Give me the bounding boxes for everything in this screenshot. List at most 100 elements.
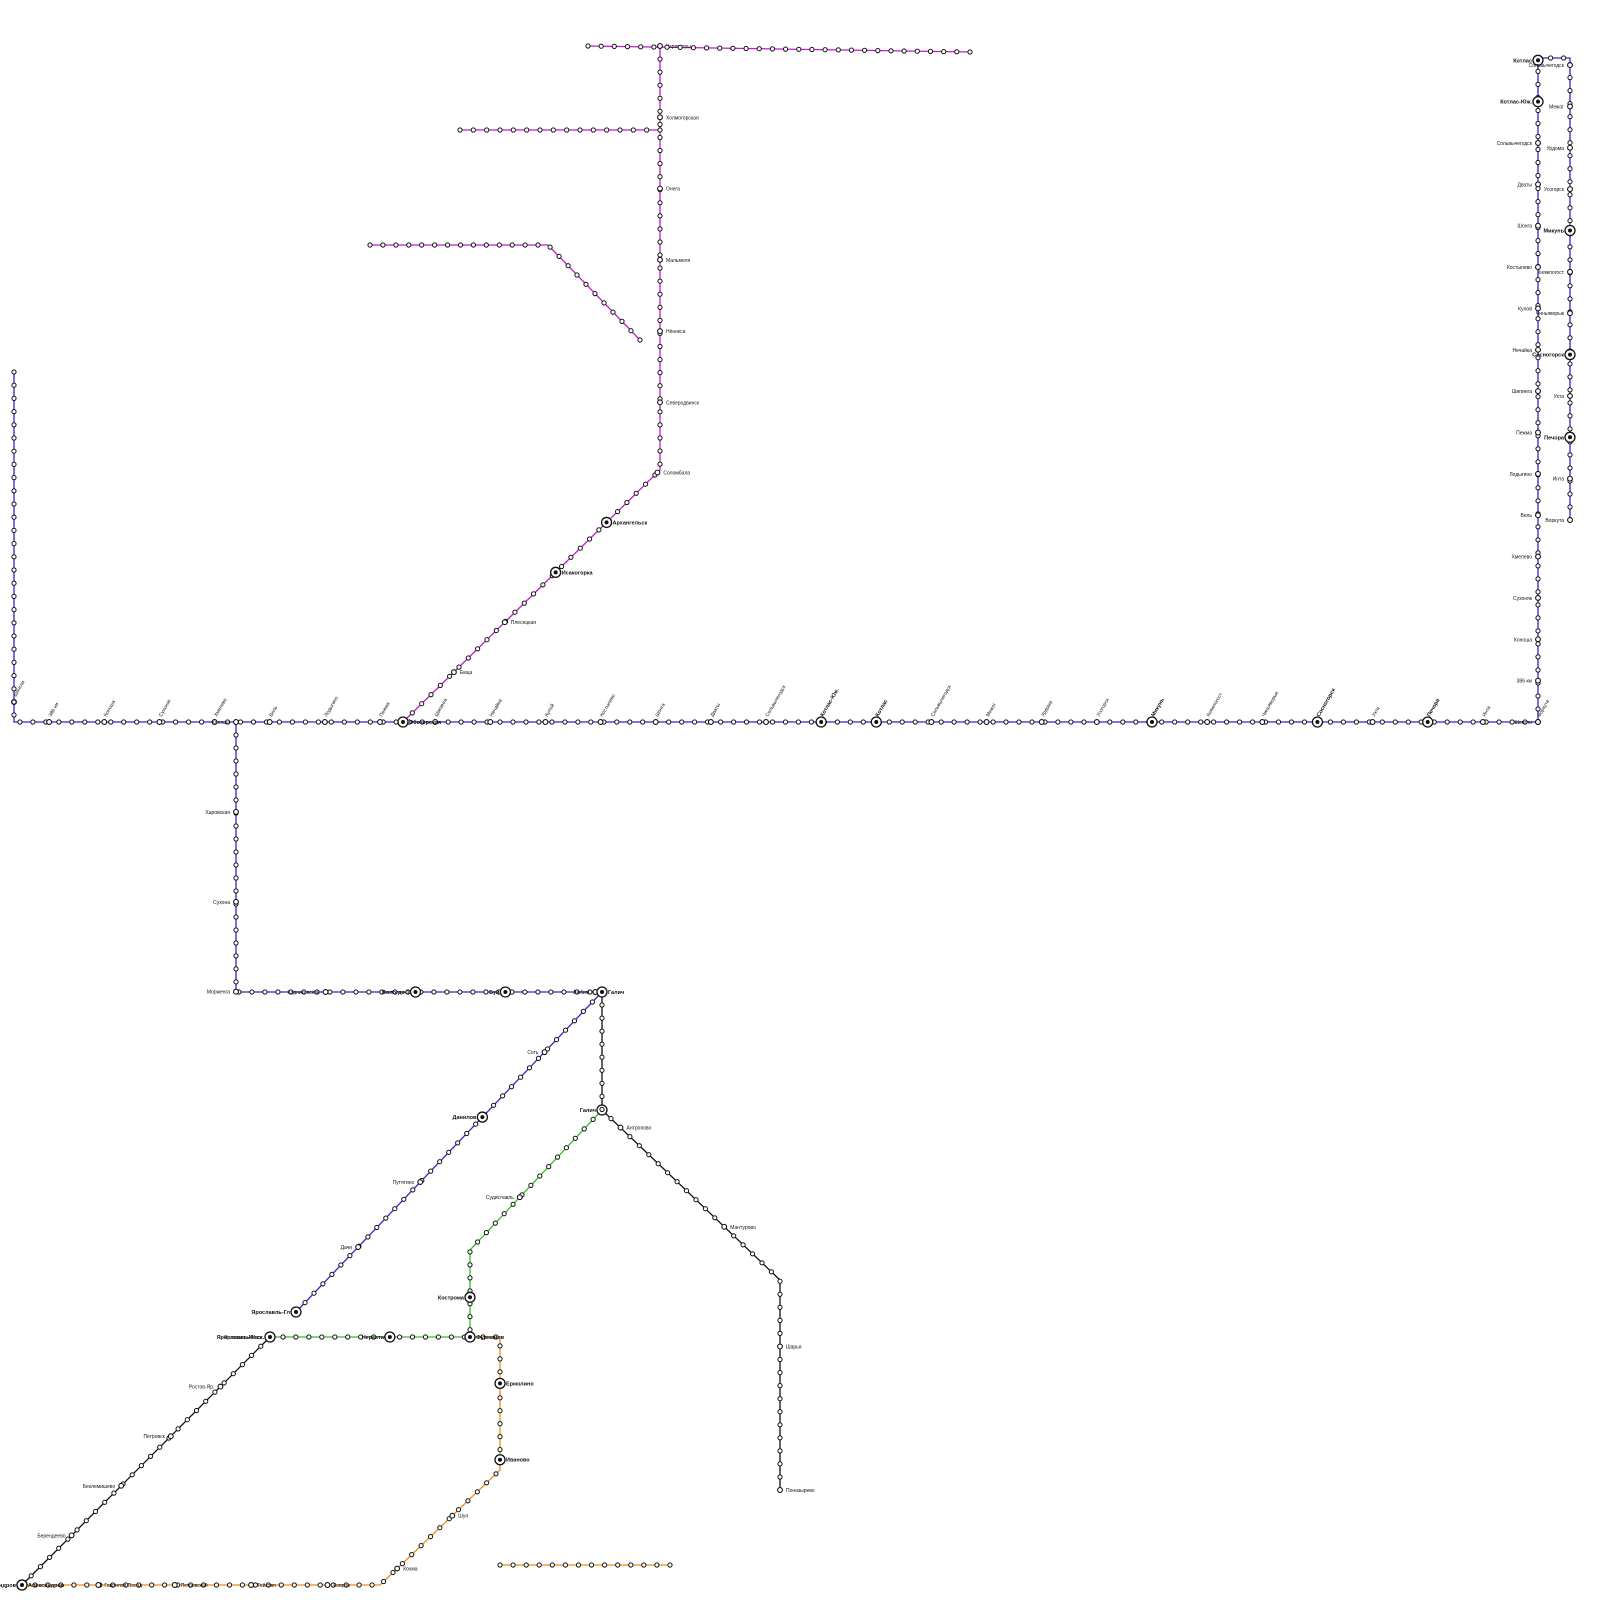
station-marker[interactable] xyxy=(769,1270,773,1274)
station-marker[interactable] xyxy=(511,720,515,724)
station-marker[interactable] xyxy=(731,46,735,50)
station-marker[interactable] xyxy=(611,310,615,314)
station-marker[interactable] xyxy=(778,1357,782,1361)
station[interactable]: Шуя xyxy=(450,1513,468,1519)
station-marker[interactable] xyxy=(418,1180,423,1185)
station-marker[interactable] xyxy=(658,344,662,348)
station-marker[interactable] xyxy=(778,1292,782,1296)
station-marker[interactable] xyxy=(12,660,16,664)
station-marker[interactable] xyxy=(234,980,238,984)
station-marker[interactable] xyxy=(968,50,972,54)
station-marker[interactable] xyxy=(1536,460,1540,464)
station-marker[interactable] xyxy=(778,1436,782,1440)
station-marker[interactable] xyxy=(1568,476,1573,481)
station-marker[interactable] xyxy=(234,915,238,919)
station-marker[interactable] xyxy=(355,720,359,724)
station-marker[interactable] xyxy=(12,410,16,414)
station-marker[interactable] xyxy=(84,1519,88,1523)
station-marker[interactable] xyxy=(294,1335,298,1339)
station-marker[interactable] xyxy=(172,1583,177,1588)
station-marker[interactable] xyxy=(732,1234,736,1238)
station-marker[interactable] xyxy=(305,1583,309,1587)
station-marker[interactable] xyxy=(600,1107,604,1111)
station[interactable]: Лодыгино xyxy=(1509,471,1540,477)
station-marker[interactable] xyxy=(429,1169,433,1173)
station-marker[interactable] xyxy=(984,720,989,725)
station-marker[interactable] xyxy=(1536,141,1541,146)
station-marker[interactable] xyxy=(1549,56,1553,60)
station-marker[interactable] xyxy=(1004,720,1008,724)
station-marker[interactable] xyxy=(109,720,113,724)
station[interactable]: Поназырево xyxy=(778,1488,815,1494)
station-marker[interactable] xyxy=(18,720,22,724)
station[interactable]: Межог xyxy=(1549,104,1572,110)
station-marker[interactable] xyxy=(666,1171,670,1175)
station-marker[interactable] xyxy=(1568,401,1572,405)
station-marker[interactable] xyxy=(458,243,462,247)
station[interactable]: Шонга xyxy=(653,702,667,724)
station-marker[interactable] xyxy=(75,1528,79,1532)
station-marker[interactable] xyxy=(764,720,769,725)
station-marker[interactable] xyxy=(411,1188,415,1192)
station[interactable]: Усогорск xyxy=(1544,187,1573,193)
station-marker[interactable] xyxy=(778,1384,782,1388)
station-marker[interactable] xyxy=(12,515,16,519)
station-marker[interactable] xyxy=(1160,720,1164,724)
station-marker[interactable] xyxy=(693,720,697,724)
station-marker[interactable] xyxy=(519,1075,523,1079)
station-marker[interactable] xyxy=(119,1483,124,1488)
station-marker[interactable] xyxy=(835,720,839,724)
station-marker[interactable] xyxy=(366,1235,370,1239)
station[interactable]: Чиньяворык xyxy=(1536,311,1573,317)
station-marker[interactable] xyxy=(12,594,16,598)
station[interactable]: Хмелево xyxy=(1512,554,1541,560)
station-marker[interactable] xyxy=(234,798,238,802)
station-marker[interactable] xyxy=(563,1563,567,1567)
station-marker[interactable] xyxy=(560,564,564,568)
station-marker[interactable] xyxy=(778,1410,782,1414)
station-marker[interactable] xyxy=(1370,720,1375,725)
station-marker[interactable] xyxy=(522,601,526,605)
station-marker[interactable] xyxy=(1536,637,1541,642)
station-marker[interactable] xyxy=(448,674,452,678)
station-marker[interactable] xyxy=(476,647,480,651)
station-marker[interactable] xyxy=(576,720,580,724)
station-marker[interactable] xyxy=(942,50,946,54)
station-marker[interactable] xyxy=(12,502,16,506)
station-marker[interactable] xyxy=(1568,219,1572,223)
station-marker[interactable] xyxy=(357,1583,361,1587)
station-marker[interactable] xyxy=(1568,206,1572,210)
station-marker[interactable] xyxy=(498,1409,502,1413)
station-marker[interactable] xyxy=(523,243,527,247)
station-marker[interactable] xyxy=(378,720,383,725)
station-marker[interactable] xyxy=(234,850,238,854)
station[interactable]: Сухоняк xyxy=(157,698,173,725)
station-marker[interactable] xyxy=(658,240,662,244)
station-marker[interactable] xyxy=(83,720,87,724)
station[interactable]: Шенгли xyxy=(1514,720,1540,726)
station-marker[interactable] xyxy=(952,720,956,724)
station-marker[interactable] xyxy=(645,128,649,132)
station-marker[interactable] xyxy=(658,371,662,375)
station-marker[interactable] xyxy=(12,621,16,625)
station-marker[interactable] xyxy=(656,1162,660,1166)
station-marker[interactable] xyxy=(1536,69,1540,73)
station-marker[interactable] xyxy=(1568,466,1572,470)
station-marker[interactable] xyxy=(410,1335,414,1339)
station[interactable]: Галич xyxy=(597,987,624,997)
station[interactable]: Сосногорск xyxy=(1312,687,1337,727)
station-marker[interactable] xyxy=(139,1464,143,1468)
station-marker[interactable] xyxy=(784,47,788,51)
station-marker[interactable] xyxy=(598,720,603,725)
station[interactable]: Иваново xyxy=(495,1455,530,1465)
station-marker[interactable] xyxy=(12,568,16,572)
station-marker[interactable] xyxy=(639,45,643,49)
station-marker[interactable] xyxy=(231,1372,235,1376)
station-marker[interactable] xyxy=(778,1318,782,1322)
station-marker[interactable] xyxy=(849,48,853,52)
station-marker[interactable] xyxy=(498,1357,502,1361)
station-marker[interactable] xyxy=(511,128,515,132)
station-marker[interactable] xyxy=(96,720,100,724)
station-marker[interactable] xyxy=(744,720,748,724)
station[interactable]: Фурманов xyxy=(465,1332,505,1342)
